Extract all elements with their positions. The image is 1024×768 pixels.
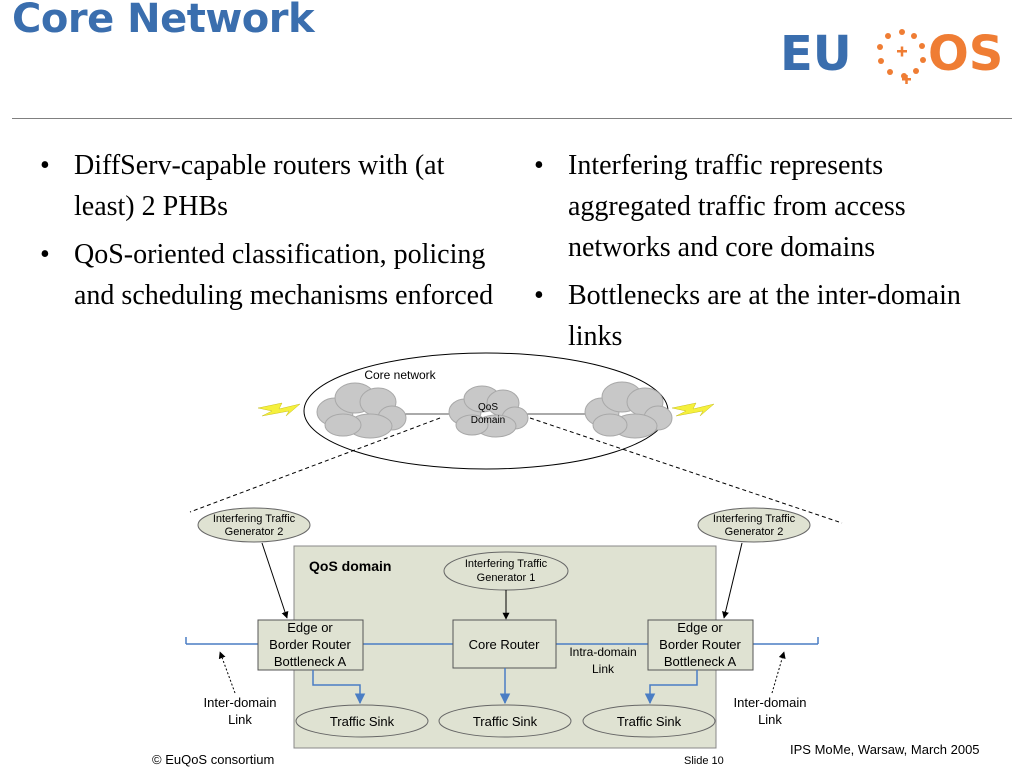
- lightning-right-icon: [671, 402, 715, 417]
- svg-text:OS: OS: [928, 26, 1003, 82]
- footer-event: IPS MoMe, Warsaw, March 2005: [790, 742, 980, 757]
- euqos-logo: EU OS: [780, 26, 1003, 84]
- cloud-left: [316, 382, 407, 439]
- svg-text:Border Router: Border Router: [269, 637, 351, 652]
- svg-text:Traffic Sink: Traffic Sink: [617, 714, 682, 729]
- svg-text:Interfering Traffic: Interfering Traffic: [465, 558, 548, 570]
- intra-domain-link-label: Intra-domain: [569, 645, 636, 659]
- star-ring-icon: [877, 29, 926, 84]
- bullet-list-left: DiffServ-capable routers with (at least)…: [30, 145, 510, 323]
- svg-text:Bottleneck A: Bottleneck A: [664, 654, 737, 669]
- svg-text:Edge or: Edge or: [677, 620, 723, 635]
- svg-text:Border Router: Border Router: [659, 637, 741, 652]
- bullet-item: Interfering traffic represents aggregate…: [524, 145, 994, 268]
- svg-text:EU: EU: [780, 26, 852, 82]
- interfering-generator-left: [197, 507, 311, 543]
- svg-text:Generator 1: Generator 1: [477, 572, 536, 584]
- inter-domain-link-label-left: Link: [228, 712, 252, 727]
- qos-domain-label: QoS domain: [309, 558, 391, 574]
- svg-text:Edge or: Edge or: [287, 620, 333, 635]
- traffic-sink-left: [295, 704, 429, 738]
- inter-domain-link-label-right: Link: [758, 712, 782, 727]
- slide-title: Core Network: [12, 0, 315, 42]
- cloud-qos-domain: [448, 385, 529, 438]
- core-router: [452, 619, 557, 669]
- inter-domain-link-label-right: Inter-domain: [734, 695, 807, 710]
- inter-domain-link-label-left: Inter-domain: [204, 695, 277, 710]
- svg-text:Traffic Sink: Traffic Sink: [330, 714, 395, 729]
- cloud-right: [584, 381, 673, 439]
- traffic-sink-center: [438, 704, 572, 738]
- bullet-item: DiffServ-capable routers with (at least)…: [30, 145, 510, 227]
- svg-text:Generator 2: Generator 2: [225, 526, 284, 538]
- footer-slide-number: Slide 10: [684, 755, 724, 767]
- svg-text:Interfering Traffic: Interfering Traffic: [213, 513, 296, 525]
- svg-text:Generator 2: Generator 2: [725, 526, 784, 538]
- lightning-left-icon: [257, 402, 301, 417]
- interfering-generator-right: [697, 507, 811, 543]
- bullet-list-right: Interfering traffic represents aggregate…: [524, 145, 994, 364]
- intra-domain-link-label: Link: [592, 662, 615, 676]
- svg-text:Bottleneck A: Bottleneck A: [274, 654, 347, 669]
- qos-cloud-label: QoS: [478, 402, 498, 413]
- edge-router-left: [257, 619, 364, 671]
- svg-text:Traffic Sink: Traffic Sink: [473, 714, 538, 729]
- footer-copyright: © EuQoS consortium: [152, 752, 275, 767]
- core-network-label: Core network: [364, 368, 436, 382]
- title-divider: [12, 118, 1012, 119]
- edge-router-right: [647, 619, 754, 671]
- svg-text:Interfering Traffic: Interfering Traffic: [713, 513, 796, 525]
- bullet-item: QoS-oriented classification, policing an…: [30, 234, 510, 316]
- svg-text:Core Router: Core Router: [469, 637, 540, 652]
- bullet-item: Bottlenecks are at the inter-domain link…: [524, 275, 994, 357]
- qos-cloud-label: Domain: [471, 415, 505, 426]
- traffic-sink-right: [582, 704, 716, 738]
